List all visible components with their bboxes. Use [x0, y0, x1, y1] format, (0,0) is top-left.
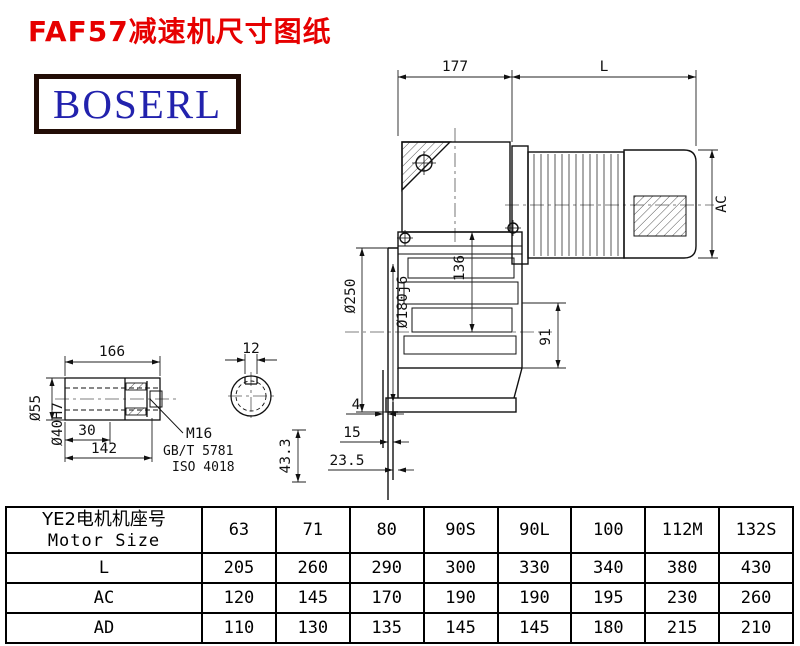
value-cell: 330: [496, 551, 573, 584]
dim-30-label: 30: [78, 423, 95, 439]
size-cell: 90S: [422, 506, 499, 554]
value-cell: 430: [718, 551, 794, 584]
value-cell: 260: [274, 551, 351, 584]
dim-12-label: 12: [242, 341, 259, 357]
row-label: AD: [5, 611, 203, 644]
dim-L-label: L: [600, 59, 609, 75]
brand-logo-text: BOSERL: [53, 81, 223, 127]
value-cell: 215: [644, 611, 721, 644]
header-label-en: Motor Size: [47, 530, 161, 551]
value-cell: 190: [496, 581, 573, 614]
row-label: L: [5, 551, 203, 584]
value-cell: 340: [570, 551, 647, 584]
dim-43-3-label: 43.3: [278, 439, 294, 474]
value-cell: 180: [570, 611, 647, 644]
dim-180-label: Ø180j6: [395, 276, 411, 328]
size-cell: 112M: [644, 506, 721, 554]
std-iso-label: ISO 4018: [172, 460, 235, 475]
value-cell: 130: [274, 611, 351, 644]
dim-177-label: 177: [442, 59, 468, 75]
value-cell: 120: [201, 581, 277, 614]
centerlines: [55, 128, 714, 420]
value-cell: 145: [274, 581, 351, 614]
size-cell: 100: [570, 506, 647, 554]
size-cell: 132S: [718, 506, 794, 554]
value-cell: 190: [422, 581, 499, 614]
motor-size-header-cell: YE2电机机座号 Motor Size: [5, 506, 203, 554]
value-cell: 210: [718, 611, 794, 644]
value-cell: 170: [348, 581, 425, 614]
dim-250-label: Ø250: [343, 279, 359, 314]
dim-55-label: Ø55: [28, 395, 44, 421]
value-cell: 260: [718, 581, 794, 614]
value-cell: 380: [644, 551, 721, 584]
brand-logo: BOSERL: [34, 74, 242, 134]
dimension-lines: [46, 70, 718, 483]
motor-outline: [511, 145, 697, 265]
dim-AC-label: AC: [714, 195, 730, 212]
dim-15-label: 15: [343, 425, 360, 441]
dimension-labels: 177 L AC 136 Ø250 Ø180j6 91 4 15 23.5 43…: [28, 59, 730, 475]
value-cell: 145: [496, 611, 573, 644]
value-cell: 300: [422, 551, 499, 584]
dimension-table: YE2电机机座号 Motor Size 63 71 80 90S 90L 100…: [5, 506, 794, 644]
std-gb-label: GB/T 5781: [163, 444, 233, 459]
value-cell: 135: [348, 611, 425, 644]
value-cell: 195: [570, 581, 647, 614]
value-cell: 110: [201, 611, 277, 644]
table-row-L: L 205 260 290 300 330 340 380 430: [5, 551, 794, 584]
size-cell: 63: [201, 506, 277, 554]
dim-4-label: 4: [352, 397, 361, 413]
value-cell: 230: [644, 581, 721, 614]
dim-23-5-label: 23.5: [330, 453, 365, 469]
value-cell: 145: [422, 611, 499, 644]
dim-166-label: 166: [99, 344, 125, 360]
header-label-cn: YE2电机机座号: [42, 509, 166, 530]
size-cell: 71: [274, 506, 351, 554]
dim-136-label: 136: [452, 255, 468, 281]
table-row-AC: AC 120 145 170 190 190 195 230 260: [5, 581, 794, 614]
table-row-AD: AD 110 130 135 145 145 180 215 210: [5, 611, 794, 644]
shaft-detail: [64, 377, 184, 434]
row-label: AC: [5, 581, 203, 614]
dim-91-label: 91: [538, 328, 554, 345]
thread-m16-label: M16: [186, 426, 212, 442]
page-title: FAF57减速机尺寸图纸: [28, 15, 332, 48]
size-cell: 90L: [496, 506, 573, 554]
dim-142-label: 142: [91, 441, 117, 457]
size-cell: 80: [348, 506, 425, 554]
value-cell: 290: [348, 551, 425, 584]
dim-40H7-label: Ø40H7: [50, 402, 66, 446]
motor-size-header-row: YE2电机机座号 Motor Size 63 71 80 90S 90L 100…: [5, 506, 794, 554]
shaft-end-view: [230, 375, 272, 417]
value-cell: 205: [201, 551, 277, 584]
gearbox-outline: [382, 141, 523, 500]
technical-drawing: 177 L AC 136 Ø250 Ø180j6 91 4 15 23.5 43…: [28, 59, 730, 500]
